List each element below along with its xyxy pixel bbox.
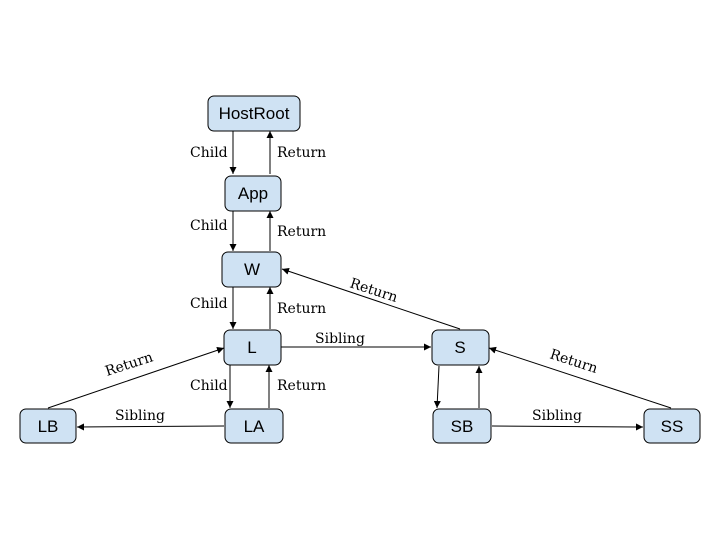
node-l: L bbox=[223, 329, 282, 366]
edge-ss-s-return bbox=[488, 346, 672, 409]
node-label-la: LA bbox=[244, 417, 265, 436]
edge-label-l-la-child: Child bbox=[190, 378, 228, 394]
edge-label-w-l-child: Child bbox=[190, 296, 228, 312]
edge-label-sb-ss-sibling: Sibling bbox=[532, 408, 582, 424]
edge-label-app-w-child: Child bbox=[190, 218, 228, 234]
node-label-w: W bbox=[244, 260, 260, 279]
edge-label-lb-l-return: Return bbox=[103, 349, 155, 379]
edge-label-l-w-return: Return bbox=[277, 301, 326, 317]
node-hostroot: HostRoot bbox=[207, 95, 301, 132]
edge-label-app-hostroot-return: Return bbox=[277, 145, 326, 161]
node-app: App bbox=[224, 175, 282, 212]
node-w: W bbox=[221, 251, 282, 288]
node-label-sb: SB bbox=[451, 417, 474, 436]
edge-sb-ss-sibling bbox=[491, 423, 644, 431]
edge-label-hostroot-app-child: Child bbox=[190, 145, 228, 161]
node-lb: LB bbox=[19, 408, 77, 444]
node-label-l: L bbox=[247, 338, 256, 357]
node-ss: SS bbox=[643, 408, 701, 444]
edge-lb-l-return bbox=[47, 346, 225, 409]
node-label-hostroot: HostRoot bbox=[219, 104, 290, 123]
edge-label-ss-s-return: Return bbox=[548, 347, 600, 377]
node-s: S bbox=[431, 329, 490, 366]
edge-label-s-w-return: Return bbox=[348, 276, 400, 306]
node-la: LA bbox=[224, 408, 284, 444]
edge-label-w-app-return: Return bbox=[277, 224, 326, 240]
edge-s-sb-child bbox=[433, 365, 441, 409]
edge-label-l-s-sibling: Sibling bbox=[315, 331, 365, 347]
edge-label-la-l-return: Return bbox=[277, 378, 326, 394]
edge-la-lb-sibling bbox=[76, 423, 225, 431]
node-sb: SB bbox=[432, 408, 492, 444]
node-label-app: App bbox=[238, 184, 268, 203]
edge-s-w-return bbox=[281, 267, 461, 330]
edge-label-la-lb-sibling: Sibling bbox=[115, 408, 165, 424]
node-label-lb: LB bbox=[38, 417, 59, 436]
node-label-s: S bbox=[454, 338, 465, 357]
node-label-ss: SS bbox=[661, 417, 684, 436]
